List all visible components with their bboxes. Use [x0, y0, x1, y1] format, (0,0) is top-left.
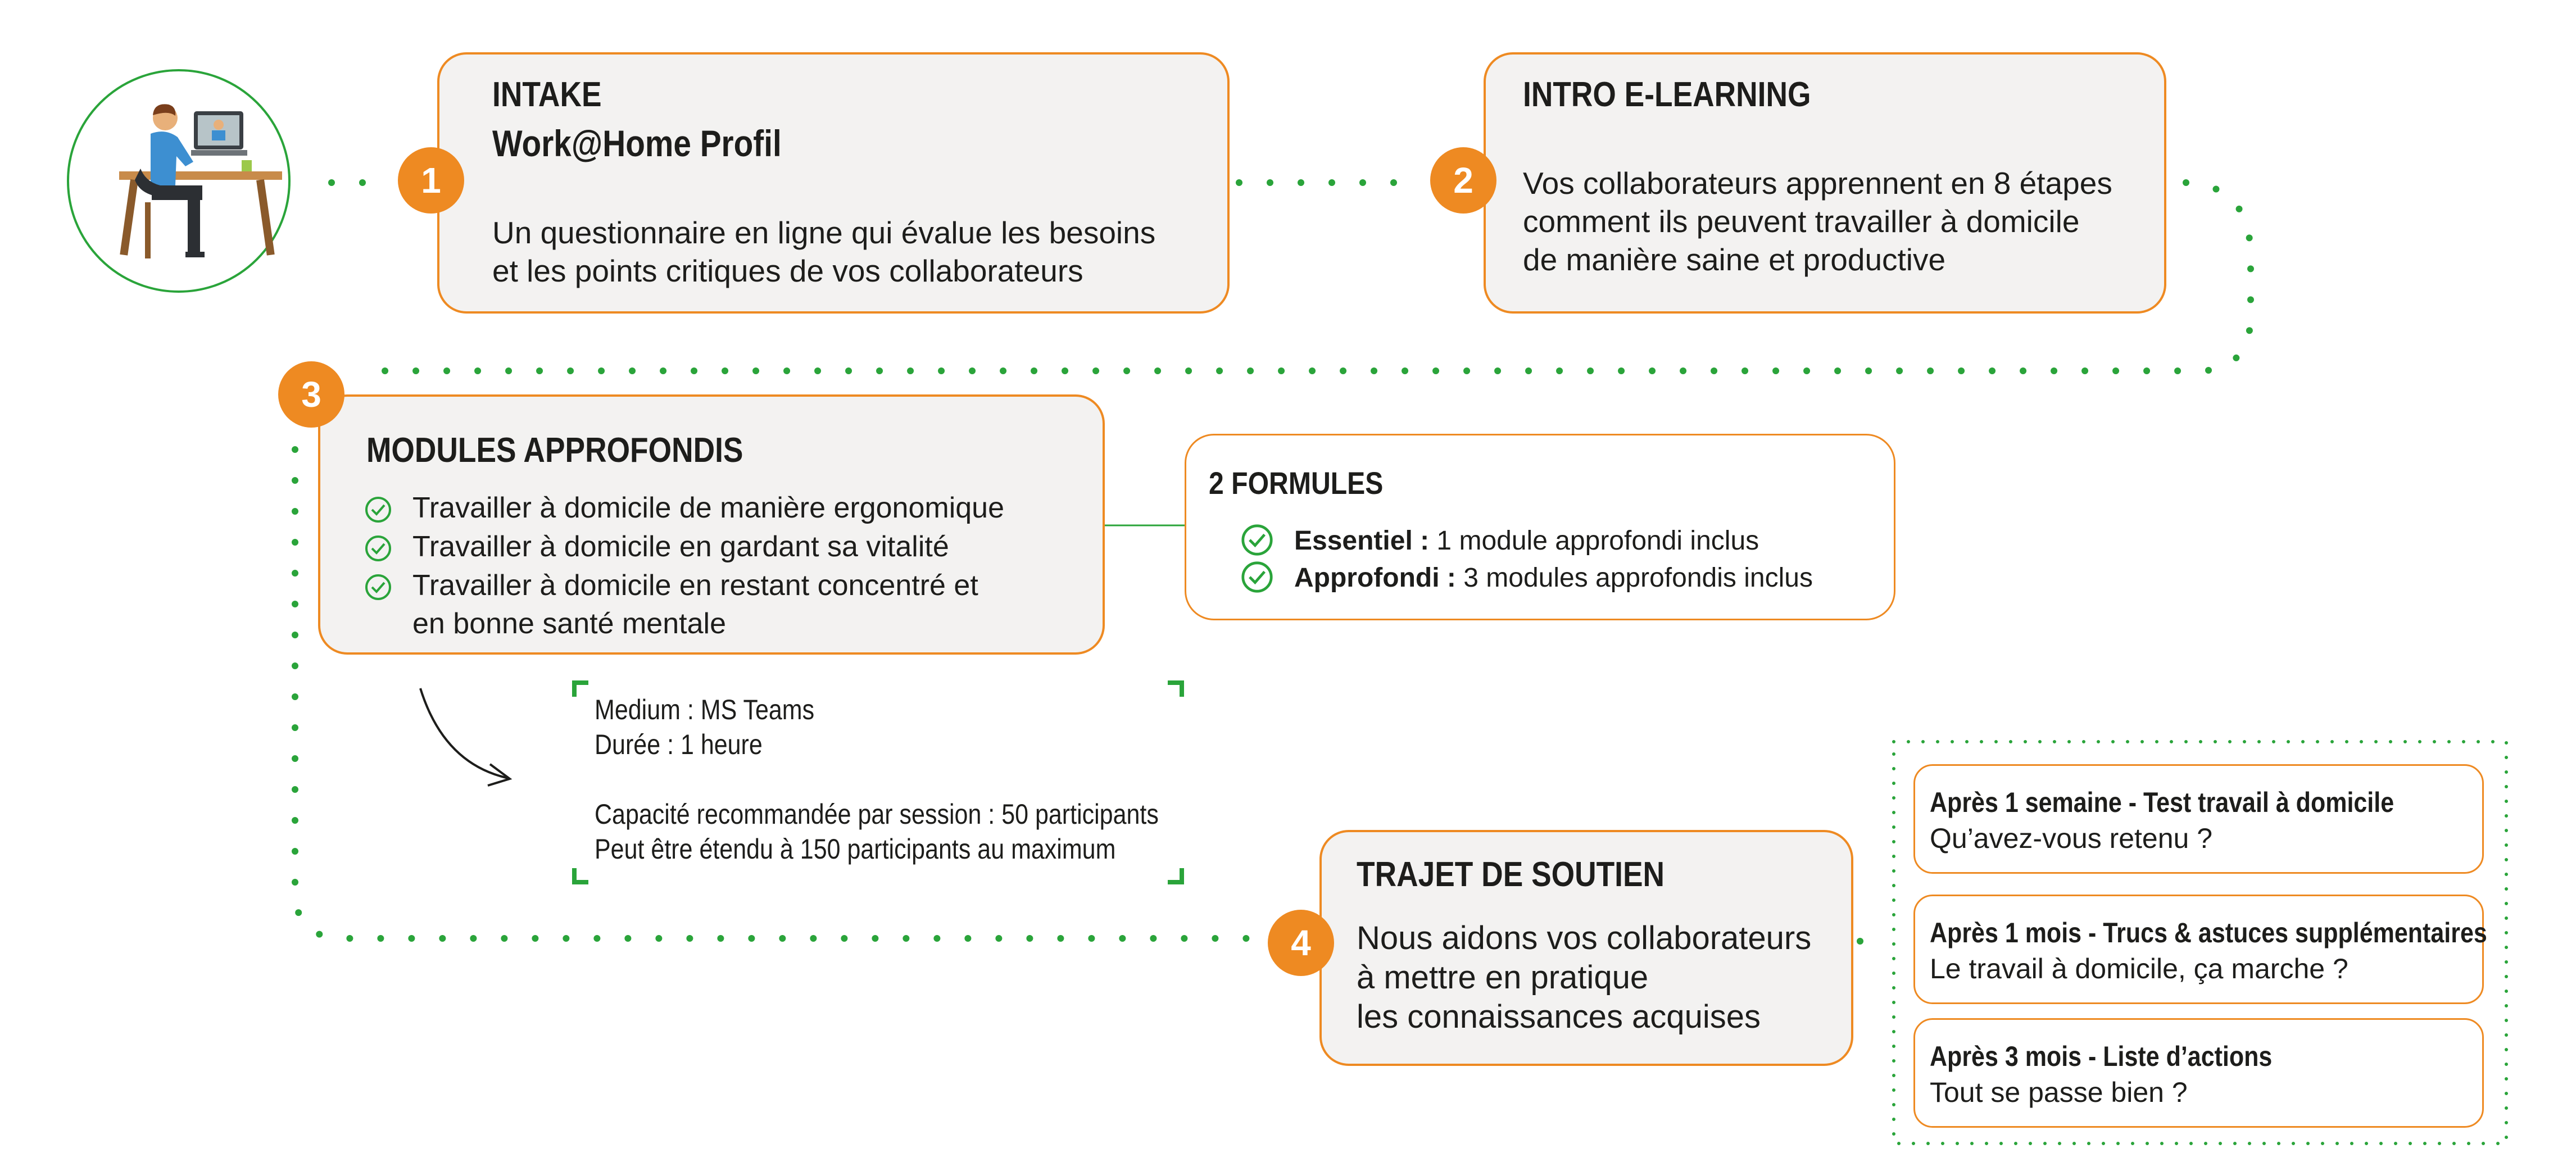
followup-2-text: Le travail à domicile, ça marche ?: [1930, 953, 2348, 984]
step1-line1: Un questionnaire en ligne qui évalue les…: [492, 215, 1156, 250]
step1-box: INTAKE Work@Home Profil Un questionnaire…: [437, 52, 1230, 314]
followup-2-title: Après 1 mois - Trucs & astuces supplémen…: [1930, 917, 2487, 948]
step4-box: TRAJET DE SOUTIEN Nous aidons vos collab…: [1319, 830, 1853, 1066]
followup-frame: [1892, 740, 2508, 1145]
step3-badge: 3: [278, 361, 344, 428]
followup-3-title: Après 3 mois - Liste d’actions: [1930, 1041, 2273, 1072]
formules-row-2-text: 3 modules approfondis inclus: [1455, 563, 1813, 593]
details-etendu: Peut être étendu à 150 participants au m…: [595, 833, 1116, 865]
check-circle-icon: [1241, 561, 1273, 593]
step3-item-1-text: Travailler à domicile de manière ergonom…: [412, 492, 1005, 524]
step3-box: MODULES APPROFONDIS Travailler à domicil…: [318, 394, 1105, 655]
step2-badge: 2: [1430, 147, 1496, 214]
details-medium: Medium : MS Teams: [595, 694, 815, 725]
formules-row-1-label: Essentiel :: [1294, 526, 1430, 556]
step3-item-2-text: Travailler à domicile en gardant sa vita…: [412, 530, 949, 563]
followup-card-3: Après 3 mois - Liste d’actions Tout se p…: [1913, 1018, 2484, 1128]
formules-row-1-text: 1 module approfondi inclus: [1429, 526, 1759, 556]
step4-line2: à mettre en pratique: [1357, 959, 1649, 996]
details-capacite: Capacité recommandée par session : 50 pa…: [595, 798, 1159, 830]
followup-card-2: Après 1 mois - Trucs & astuces supplémen…: [1913, 895, 2487, 1004]
step2-line2: comment ils peuvent travailler à domicil…: [1523, 204, 2080, 239]
step4-line1: Nous aidons vos collaborateurs: [1357, 920, 1812, 956]
step1-title: INTAKE: [492, 75, 602, 114]
step2-title: INTRO E-LEARNING: [1523, 75, 1811, 114]
curved-arrow-icon: [419, 688, 513, 787]
step4-title: TRAJET DE SOUTIEN: [1357, 855, 1665, 894]
formules-row-2-label: Approfondi :: [1294, 563, 1456, 593]
check-circle-icon: [365, 497, 391, 523]
details-brackets: [572, 680, 1184, 884]
step3-title: MODULES APPROFONDIS: [366, 431, 743, 470]
step2-box: INTRO E-LEARNING Vos collaborateurs appr…: [1484, 52, 2166, 314]
followup-3-text: Tout se passe bien ?: [1930, 1077, 2188, 1108]
step1-subtitle: Work@Home Profil: [492, 122, 782, 164]
step3-item-3-text: Travailler à domicile en restant concent…: [412, 569, 978, 602]
step1-badge: 1: [398, 147, 464, 214]
person-at-desk-icon: [119, 104, 282, 258]
followup-1-title: Après 1 semaine - Test travail à domicil…: [1930, 787, 2394, 818]
step4-badge: 4: [1268, 910, 1334, 976]
check-circle-icon: [365, 535, 391, 561]
step4-line3: les connaissances acquises: [1357, 998, 1761, 1035]
avatar-circle: [67, 69, 291, 293]
check-circle-icon: [365, 574, 391, 600]
details-block: Medium : MS Teams Durée : 1 heure Capaci…: [595, 692, 1250, 866]
formules-title: 2 FORMULES: [1209, 465, 1384, 501]
formules-box: 2 FORMULES Essentiel : 1 module approfon…: [1185, 434, 1895, 620]
step2-line1: Vos collaborateurs apprennent en 8 étape…: [1523, 166, 2112, 201]
check-circle-icon: [1241, 524, 1273, 556]
step2-line3: de manière saine et productive: [1523, 242, 1946, 277]
followup-card-1: Après 1 semaine - Test travail à domicil…: [1913, 764, 2484, 874]
details-duree: Durée : 1 heure: [595, 729, 763, 760]
step1-line2: et les points critiques de vos collabora…: [492, 253, 1083, 288]
followup-1-text: Qu’avez-vous retenu ?: [1930, 823, 2213, 854]
step3-item-3-cont: en bonne santé mentale: [412, 607, 726, 640]
